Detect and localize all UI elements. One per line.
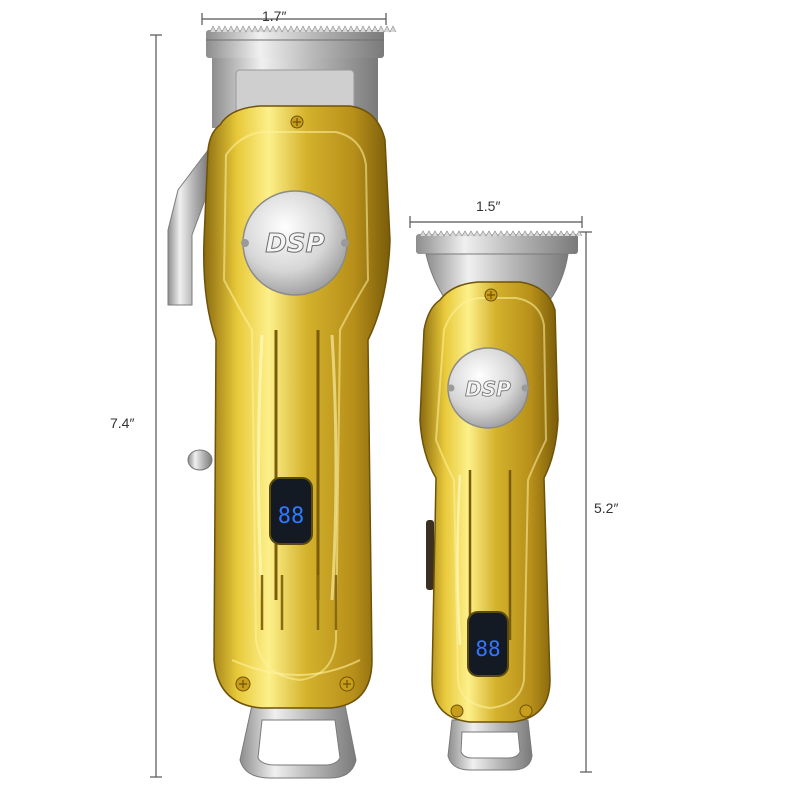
power-switch xyxy=(187,449,213,471)
small-width-label: 1.5″ xyxy=(476,198,501,214)
large-brand-logo: DSP xyxy=(265,229,324,259)
small-led-reading: 88 xyxy=(475,637,500,661)
hanging-loop xyxy=(239,704,357,779)
small-trimmer: DSP 88 xyxy=(416,230,583,771)
large-led-display xyxy=(269,477,313,545)
large-height-label: 7.4″ xyxy=(110,415,135,431)
small-height-label: 5.2″ xyxy=(594,500,619,516)
large-clipper: DSP 88 xyxy=(167,25,397,779)
small-led-display xyxy=(467,611,509,677)
trimmer-hanging-loop xyxy=(447,719,533,771)
dimension-lines xyxy=(150,13,592,778)
small-brand-logo: DSP xyxy=(465,377,511,401)
taper-lever xyxy=(167,148,209,306)
large-width-label: 1.7″ xyxy=(262,8,287,24)
trimmer-side-grip xyxy=(426,520,434,590)
large-led-reading: 88 xyxy=(278,504,305,529)
